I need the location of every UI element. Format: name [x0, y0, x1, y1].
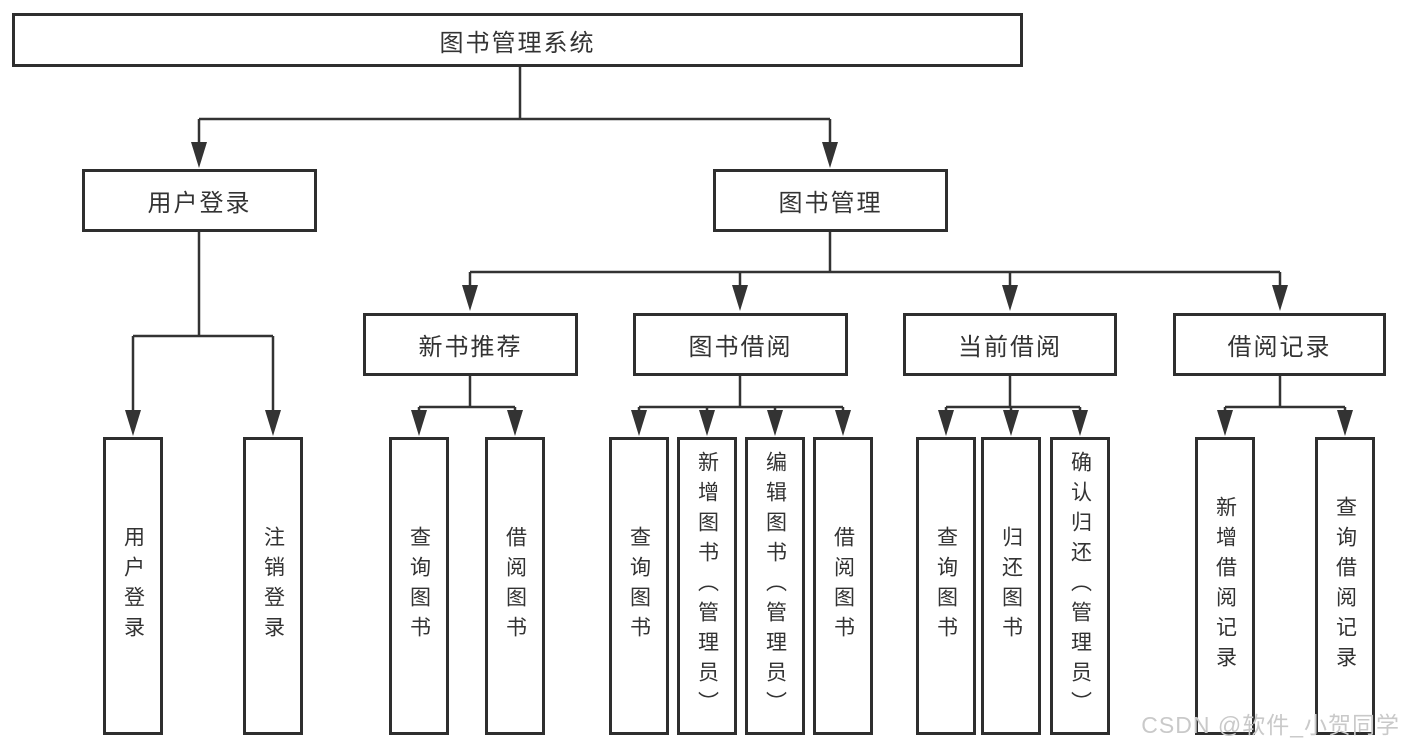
node-leaf-search-borrow-record: 查询借阅记录	[1315, 437, 1375, 735]
node-leaf-edit-book-admin: 编辑图书（管理员）	[745, 437, 805, 735]
node-new-book-recommend: 新书推荐	[363, 313, 578, 376]
node-borrow-record: 借阅记录	[1173, 313, 1386, 376]
node-leaf-search-books-recommend: 查询图书	[389, 437, 449, 735]
node-leaf-add-book-admin: 新增图书（管理员）	[677, 437, 737, 735]
csdn-watermark: CSDN @软件_小贺同学	[1141, 712, 1400, 738]
connector-segments	[131, 66, 1347, 411]
node-book-borrow: 图书借阅	[633, 313, 848, 376]
arrowheads	[125, 142, 1353, 436]
node-leaf-user-login: 用户登录	[103, 437, 163, 735]
node-leaf-logout: 注销登录	[243, 437, 303, 735]
node-root-system: 图书管理系统	[12, 13, 1023, 67]
node-leaf-add-borrow-record: 新增借阅记录	[1195, 437, 1255, 735]
node-book-management-branch: 图书管理	[713, 169, 948, 232]
node-user-login-branch: 用户登录	[82, 169, 317, 232]
node-leaf-return-books: 归还图书	[981, 437, 1041, 735]
node-current-borrow: 当前借阅	[903, 313, 1117, 376]
node-leaf-borrow-books: 借阅图书	[813, 437, 873, 735]
node-leaf-confirm-return-admin: 确认归还（管理员）	[1050, 437, 1110, 735]
node-leaf-search-books-current: 查询图书	[916, 437, 976, 735]
node-leaf-search-books-borrow: 查询图书	[609, 437, 669, 735]
node-leaf-borrow-books-recommend: 借阅图书	[485, 437, 545, 735]
